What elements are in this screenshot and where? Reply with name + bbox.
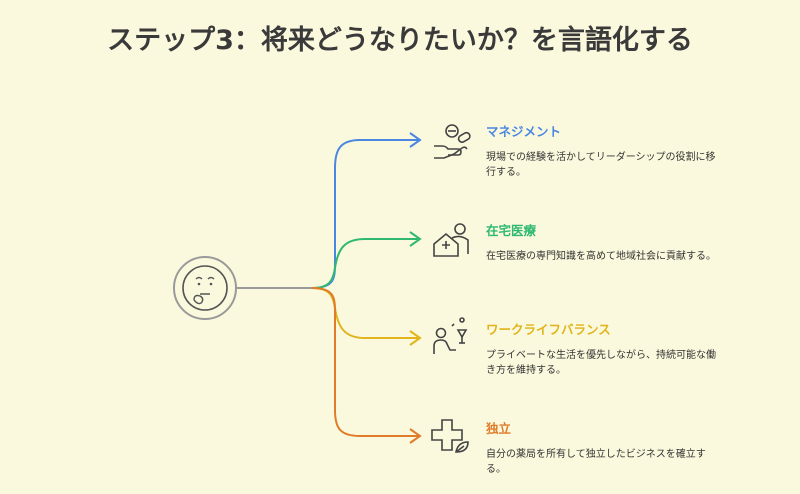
arrow-head-management [409, 132, 422, 148]
branch-line-home-care [311, 238, 418, 289]
hand-pills-icon [434, 124, 471, 159]
home-care-icon [433, 223, 469, 257]
branch-home-care: 在宅医療 在宅医療の専門知識を高めて地域社会に貢献する。 [486, 220, 716, 264]
branch-title-work-life-balance: ワークライフバランス [486, 322, 611, 337]
arrow-head-independence [409, 428, 422, 444]
branch-line-management [311, 139, 418, 289]
arrow-head-home-care [409, 231, 422, 247]
branch-independence: 独立 自分の薬局を所有して独立したビジネスを確立する。 [486, 418, 716, 477]
branch-desc-work-life-balance: プライベートな生活を優先しながら、持続可能な働き方を維持する。 [486, 350, 716, 376]
branch-desc-home-care: 在宅医療の専門知識を高めて地域社会に貢献する。 [486, 251, 716, 262]
branch-work-life-balance: ワークライフバランス プライベートな生活を優先しながら、持続可能な働き方を維持す… [486, 319, 716, 378]
branch-desc-management: 現場での経験を活かしてリーダーシップの役割に移行する。 [486, 152, 716, 178]
branch-title-management: マネジメント [486, 124, 562, 139]
page-title: ステップ3：将来どうなりたいか？を言語化する [107, 25, 693, 56]
branch-desc-independence: 自分の薬局を所有して独立したビジネスを確立する。 [486, 449, 706, 475]
branch-management: マネジメント 現場での経験を活かしてリーダーシップの役割に移行する。 [486, 121, 716, 180]
branch-title-independence: 独立 [486, 421, 512, 436]
arrow-head-work-life [409, 330, 422, 346]
thinking-face-icon [173, 256, 237, 320]
branch-title-home-care: 在宅医療 [486, 223, 537, 238]
branch-line-work-life [311, 287, 418, 339]
person-glass-icon [433, 317, 468, 354]
branch-line-independence [311, 287, 418, 437]
cross-leaf-icon [431, 419, 469, 453]
